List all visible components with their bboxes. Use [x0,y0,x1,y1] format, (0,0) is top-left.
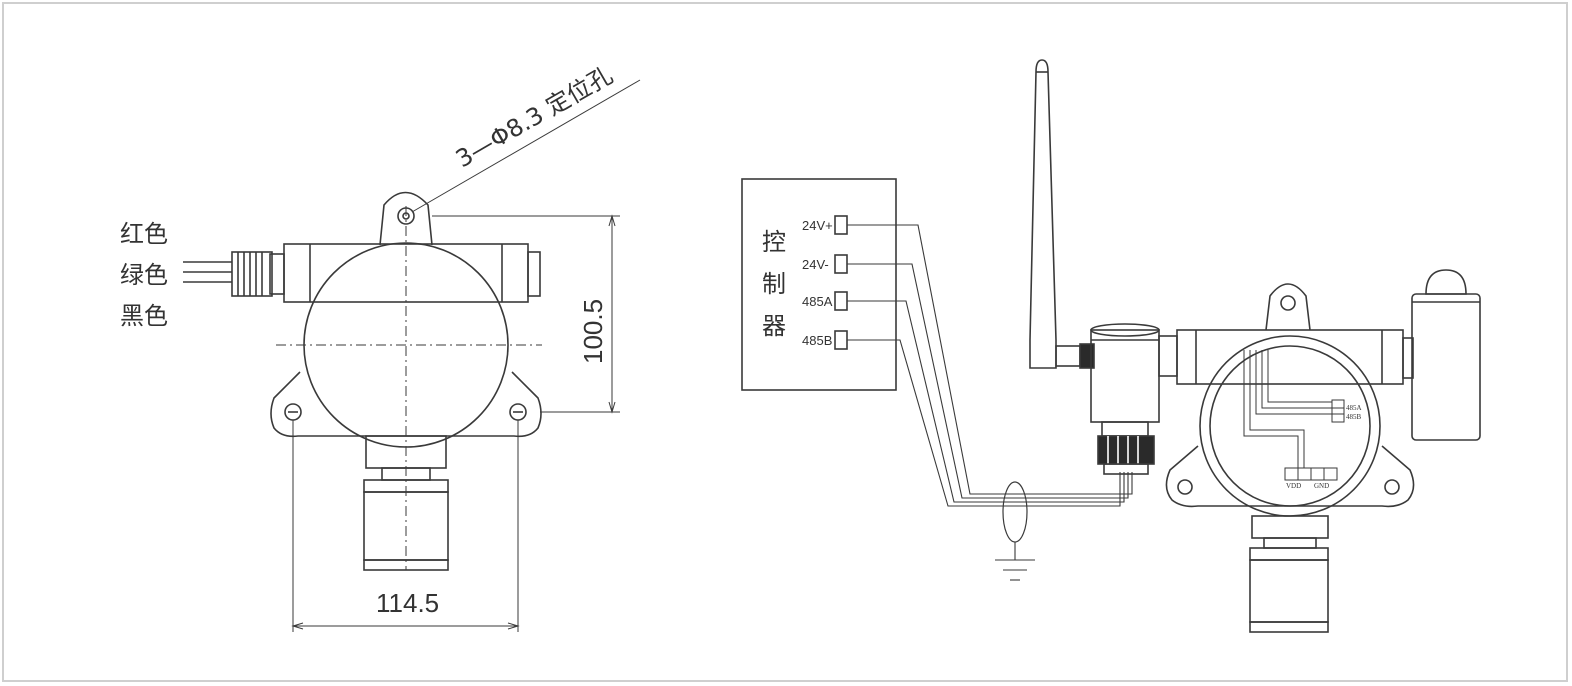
dim-width-label: 114.5 [376,588,439,618]
wire-label-black: 黑色 [120,302,168,330]
height-dimension [432,214,620,414]
antenna [1029,59,1095,369]
detector-front-view [183,191,542,571]
controller-char-2: 制 [762,270,786,298]
hole-label: 3—Φ8.3 定位孔 [451,61,617,173]
controller-char-3: 器 [762,312,786,340]
width-dimension [291,420,520,632]
terminal-label-485b: 485B [802,333,832,348]
controller-char-1: 控 [762,228,786,256]
board-label-gnd: GND [1314,482,1329,490]
terminal-block [834,215,848,350]
wire-label-red: 红色 [120,220,168,248]
terminal-label-24v-plus: 24V+ [802,218,833,233]
board-label-vdd: VDD [1286,482,1301,490]
board-label-485b: 485B [1346,413,1362,421]
cable-shield [1002,481,1028,543]
wireless-module [1090,323,1178,475]
wire-label-green: 绿色 [120,261,168,289]
dim-height-label: 100.5 [578,299,608,364]
controller-box [741,178,897,391]
detector-wiring-view [1165,283,1415,633]
terminal-label-485a: 485A [802,294,833,309]
terminal-label-24v-minus: 24V- [802,257,829,272]
hole-leader [411,79,641,213]
board-label-485a: 485A [1346,404,1362,412]
alarm-lamp [1411,269,1481,441]
ground-symbol [995,542,1035,581]
signal-cable [847,224,1133,507]
cable-gland [231,251,273,297]
